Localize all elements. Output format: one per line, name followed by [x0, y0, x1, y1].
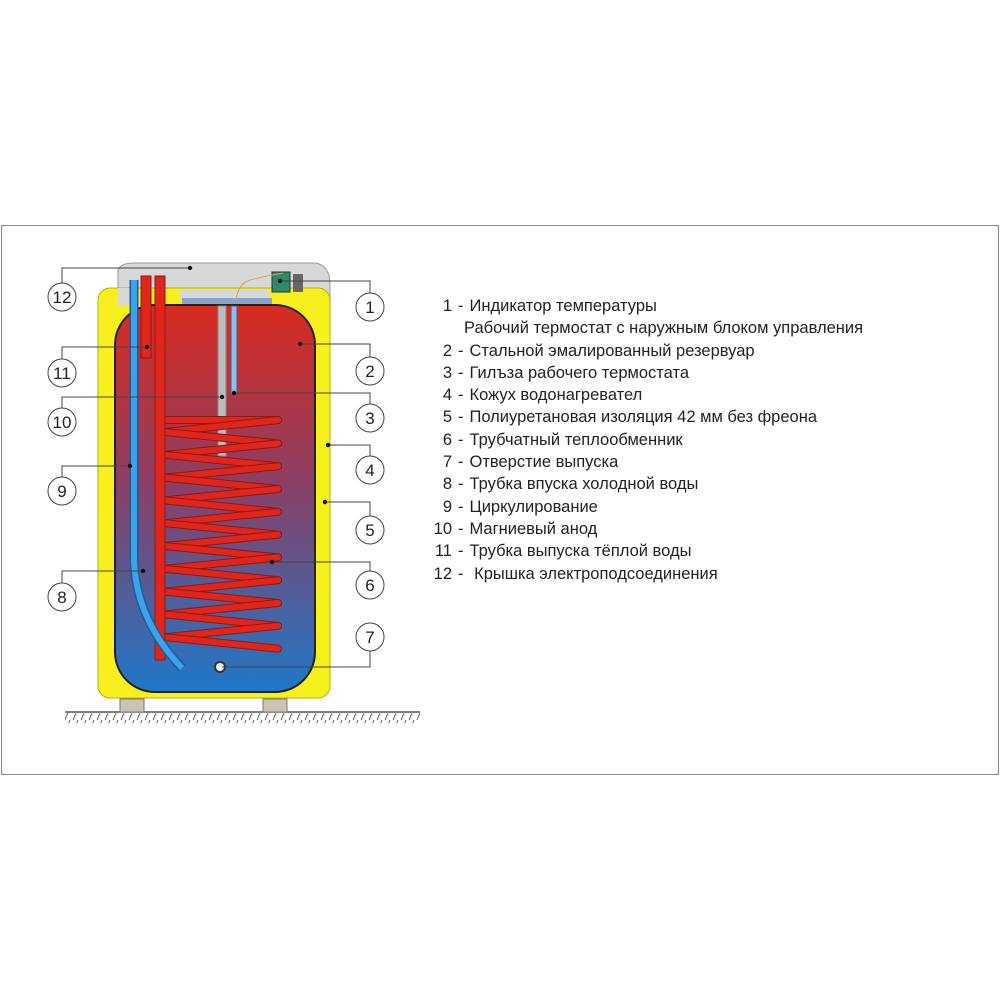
legend-separator: -	[458, 408, 464, 427]
legend-text: Трубка выпуска тёплой воды	[469, 542, 692, 561]
svg-text:12: 12	[53, 288, 72, 307]
legend-text: Крышка электроподсоединения	[469, 564, 718, 583]
legend-item: 4-Кожух водонагревател	[410, 384, 863, 406]
legend-number: 1	[442, 297, 452, 315]
legend-item: 10-Магниевый анод	[410, 518, 863, 540]
svg-text:2: 2	[365, 362, 374, 381]
legend-number: 5	[442, 408, 452, 427]
legend-number: 12	[433, 564, 452, 583]
legend-text: Стальной эмалированный резервуар	[469, 341, 755, 360]
legend-text: Магниевый анод	[469, 519, 598, 538]
legend-text: Кожух водонагревател	[469, 386, 643, 405]
legend-separator: -	[458, 497, 464, 516]
legend-separator: -	[458, 297, 464, 315]
callout-1: 1	[355, 292, 385, 322]
legend-number: 6	[442, 430, 452, 449]
legend-number: 10	[433, 519, 452, 538]
svg-text:5: 5	[365, 521, 374, 540]
legend-number: 4	[442, 386, 452, 405]
svg-text:4: 4	[365, 461, 374, 480]
callout-5: 5	[355, 515, 385, 545]
callout-11: 11	[47, 358, 77, 388]
legend-separator: -	[458, 475, 464, 494]
legend-separator: -	[458, 564, 464, 583]
svg-text:11: 11	[53, 364, 71, 383]
legend-number: 7	[442, 453, 452, 472]
callout-2: 2	[355, 356, 385, 386]
legend-number: 9	[442, 497, 452, 516]
legend-item: 8-Трубка впуска холодной воды	[410, 473, 863, 495]
svg-text:3: 3	[365, 409, 374, 428]
callout-10: 10	[47, 407, 77, 437]
floor	[65, 711, 420, 723]
callout-9: 9	[47, 476, 77, 506]
legend-item: 5-Полиуретановая изоляция 42 мм без фрео…	[410, 406, 863, 428]
legend-text: Гилъза рабочего термостата	[469, 363, 690, 382]
leader-dots	[127, 265, 331, 574]
coil-segment	[162, 634, 281, 652]
legend-item: 3-Гилъза рабочего термостата	[410, 362, 863, 384]
callout-12: 12	[47, 282, 77, 312]
callout-4: 4	[355, 455, 385, 485]
tank-flange	[182, 298, 272, 306]
svg-text:1: 1	[365, 298, 374, 317]
legend-separator: -	[458, 519, 464, 538]
svg-text:8: 8	[57, 588, 66, 607]
callout-8: 8	[47, 582, 77, 612]
legend-separator: -	[458, 542, 464, 561]
legend-text: Индикатор температуры	[469, 297, 657, 315]
legend-number: 8	[442, 475, 452, 494]
legend-text: Отверстие выпуска	[469, 453, 619, 472]
diagram-frame	[1, 225, 999, 775]
leader-lines	[61, 267, 371, 668]
legend-item: 9-Циркулирование	[410, 496, 863, 518]
legend-number: 11	[434, 542, 452, 561]
svg-text:6: 6	[365, 576, 374, 595]
foot-left	[119, 698, 145, 713]
legend-item: 6-Трубчатный теплообменник	[410, 429, 863, 451]
magnesium-anode	[217, 305, 227, 457]
callout-7: 7	[355, 622, 385, 652]
svg-text:9: 9	[57, 482, 66, 501]
legend-separator: -	[458, 386, 464, 405]
legend-item: 2-Стальной эмалированный резервуар	[410, 340, 863, 362]
legend-separator: -	[458, 453, 464, 472]
callout-6: 6	[355, 570, 385, 600]
warm-water-outlet-pipe	[140, 275, 152, 359]
legend-number: 2	[442, 341, 452, 360]
thermostat-sleeve	[230, 305, 238, 395]
legend-item: 1-Индикатор температуры	[410, 295, 863, 317]
legend-item: 12- Крышка электроподсоединения	[410, 563, 863, 585]
heat-exchanger-coil	[161, 416, 282, 653]
legend-item: 11-Трубка выпуска тёплой воды	[410, 540, 863, 562]
legend-separator: -	[458, 363, 464, 382]
legend-item-continuation: Рабочий термостат с наружным блоком упра…	[464, 319, 864, 338]
legend-text: Трубка впуска холодной воды	[469, 475, 699, 494]
foot-right	[262, 698, 288, 713]
callout-3: 3	[355, 403, 385, 433]
legend-number: 3	[442, 363, 452, 382]
legend-item: 7-Отверстие выпуска	[410, 451, 863, 473]
legend-separator: -	[458, 430, 464, 449]
coil-pipe	[154, 275, 166, 661]
legend-separator: -	[458, 341, 464, 360]
svg-text:7: 7	[365, 628, 374, 647]
legend-text: Полиуретановая изоляция 42 мм без фреона	[469, 408, 818, 427]
legend-text: Циркулирование	[469, 497, 598, 516]
svg-text:10: 10	[53, 413, 72, 432]
legend-text: Трубчатный теплообменник	[469, 430, 683, 449]
